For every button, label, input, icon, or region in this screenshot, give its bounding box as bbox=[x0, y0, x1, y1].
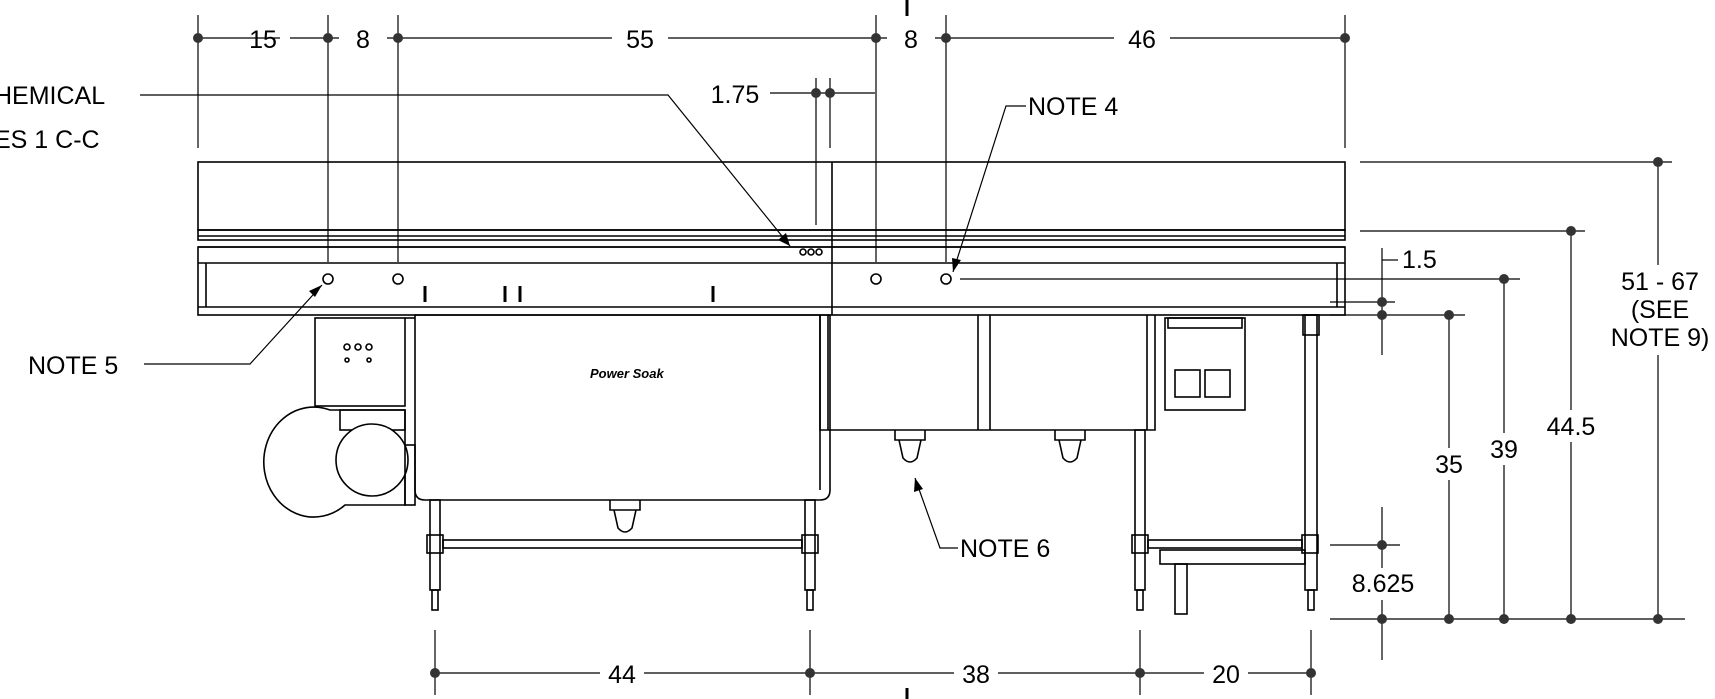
note-4-label: NOTE 4 bbox=[1028, 93, 1118, 121]
note-5: NOTE 5 bbox=[28, 284, 323, 380]
dim-overall-height-1: 51 - 67 bbox=[1621, 268, 1699, 296]
bottom-dimension-chain: 44 38 20 bbox=[430, 630, 1316, 695]
right-dimensions: 51 - 67 (SEE NOTE 9) 44.5 39 35 1.5 bbox=[960, 157, 1715, 660]
note-6: NOTE 6 bbox=[914, 477, 1050, 563]
pump-motor bbox=[335, 423, 409, 497]
shelf bbox=[1159, 549, 1306, 565]
apron-hole bbox=[322, 273, 334, 285]
dim-overall-height-3: NOTE 9) bbox=[1611, 324, 1710, 352]
brand-logo: Power Soak bbox=[590, 366, 664, 381]
dim-bottom-38: 38 bbox=[962, 661, 990, 689]
top-rail bbox=[197, 229, 1346, 241]
dim-bottom-20: 20 bbox=[1212, 661, 1240, 689]
note-6-label: NOTE 6 bbox=[960, 535, 1050, 563]
dim-bottom-44: 44 bbox=[608, 661, 636, 689]
machine: Power Soak bbox=[197, 161, 1346, 615]
dim-1-5: 1.5 bbox=[1402, 246, 1437, 274]
backsplash bbox=[197, 161, 1346, 231]
dim-top-55: 55 bbox=[626, 26, 654, 54]
dim-8-625: 8.625 bbox=[1352, 570, 1415, 598]
dim-44-5: 44.5 bbox=[1547, 413, 1596, 441]
chemical-note: HEMICAL ES 1 C-C bbox=[0, 82, 791, 247]
sink-compartments bbox=[819, 315, 1156, 431]
dim-1-75: 1.75 bbox=[711, 81, 760, 109]
dim-top-46: 46 bbox=[1128, 26, 1156, 54]
dim-35: 35 bbox=[1435, 451, 1463, 479]
top-dimension-chain: 15 8 55 8 46 bbox=[193, 15, 1350, 262]
note-4: NOTE 4 bbox=[952, 93, 1118, 273]
dim-top-8b: 8 bbox=[904, 26, 918, 54]
dim-39: 39 bbox=[1490, 436, 1518, 464]
dim-top-15: 15 bbox=[249, 26, 277, 54]
wash-tank bbox=[414, 314, 831, 501]
note-5-label: NOTE 5 bbox=[28, 352, 118, 380]
crossbar bbox=[442, 539, 803, 549]
chemical-note-line1: HEMICAL bbox=[0, 82, 105, 110]
chemical-note-line2: ES 1 C-C bbox=[0, 126, 100, 154]
apron-hole bbox=[392, 273, 404, 285]
pump-housing bbox=[262, 406, 406, 518]
dim-top-8a: 8 bbox=[356, 26, 370, 54]
dimension-1-75: 1.75 bbox=[700, 78, 875, 225]
apron-hole bbox=[870, 273, 882, 285]
control-box bbox=[314, 317, 406, 407]
dim-overall-height-2: (SEE bbox=[1631, 296, 1689, 324]
front-apron bbox=[197, 246, 1346, 316]
apron-hole bbox=[940, 273, 952, 285]
